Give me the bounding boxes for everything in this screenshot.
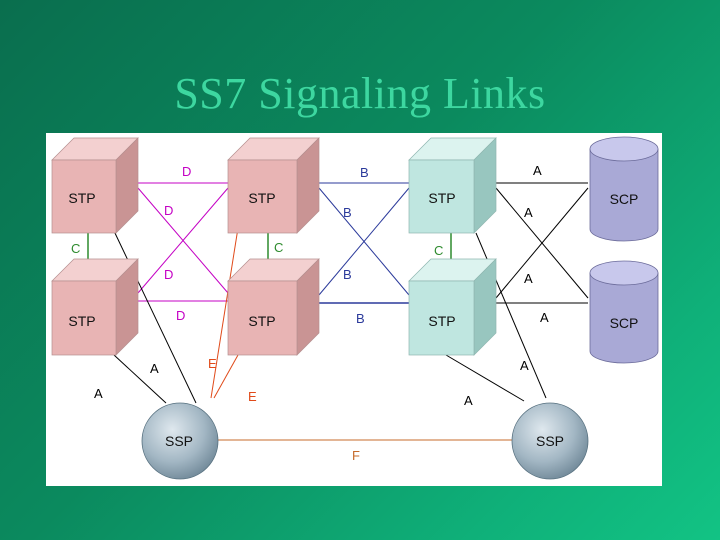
stp-top-right: STP xyxy=(408,137,497,234)
scp-label: SCP xyxy=(610,191,639,207)
label-d: D xyxy=(164,203,173,218)
a-link-ssp-right-2 xyxy=(445,354,525,402)
e-link-1 xyxy=(210,227,239,399)
stp-bot-right: STP xyxy=(408,258,497,356)
label-a: A xyxy=(150,361,159,376)
label-c: C xyxy=(71,241,80,256)
stp-label: STP xyxy=(248,190,275,206)
ssp-label: SSP xyxy=(165,433,193,449)
label-a: A xyxy=(524,271,533,286)
label-a: A xyxy=(540,310,549,325)
label-d: D xyxy=(164,267,173,282)
label-f: F xyxy=(352,448,360,463)
stp-bot-mid: STP xyxy=(227,258,320,356)
label-d: D xyxy=(182,164,191,179)
stp-label: STP xyxy=(428,190,455,206)
stp-top-mid: STP xyxy=(227,137,320,234)
label-c: C xyxy=(274,240,283,255)
diagram-panel: STP STP STP STP STP STP SCP SCP xyxy=(46,133,662,486)
a-link-scp-cross-2 xyxy=(495,187,589,299)
slide-title: SS7 Signaling Links xyxy=(174,69,546,118)
stp-label: STP xyxy=(428,313,455,329)
stp-top-left: STP xyxy=(51,137,139,234)
stp-bot-left: STP xyxy=(51,258,139,356)
a-link-ssp-left-2 xyxy=(113,354,167,404)
label-b: B xyxy=(343,267,352,282)
scp-label: SCP xyxy=(610,315,639,331)
scp-bot: SCP xyxy=(589,260,659,364)
stp-label: STP xyxy=(248,313,275,329)
label-c: C xyxy=(434,243,443,258)
stp-label: STP xyxy=(68,313,95,329)
stp-label: STP xyxy=(68,190,95,206)
label-a: A xyxy=(520,358,529,373)
label-a: A xyxy=(94,386,103,401)
ssp-label: SSP xyxy=(536,433,564,449)
label-b: B xyxy=(356,311,365,326)
label-a: A xyxy=(533,163,542,178)
label-a: A xyxy=(524,205,533,220)
label-d: D xyxy=(176,308,185,323)
ss7-network-diagram: STP STP STP STP STP STP SCP SCP xyxy=(51,136,659,480)
label-e: E xyxy=(248,389,257,404)
d-link-cross-2 xyxy=(137,187,229,294)
link-labels: D D D D B B B B A A A A A A A A C C C E … xyxy=(71,163,549,463)
label-b: B xyxy=(343,205,352,220)
label-b: B xyxy=(360,165,369,180)
b-link-cross-2 xyxy=(318,187,410,296)
e-link-2 xyxy=(213,354,239,399)
ssp-left: SSP xyxy=(141,402,219,480)
label-a: A xyxy=(464,393,473,408)
ssp-right: SSP xyxy=(511,402,589,480)
label-e: E xyxy=(208,356,217,371)
scp-top: SCP xyxy=(589,136,659,242)
links xyxy=(87,182,589,441)
